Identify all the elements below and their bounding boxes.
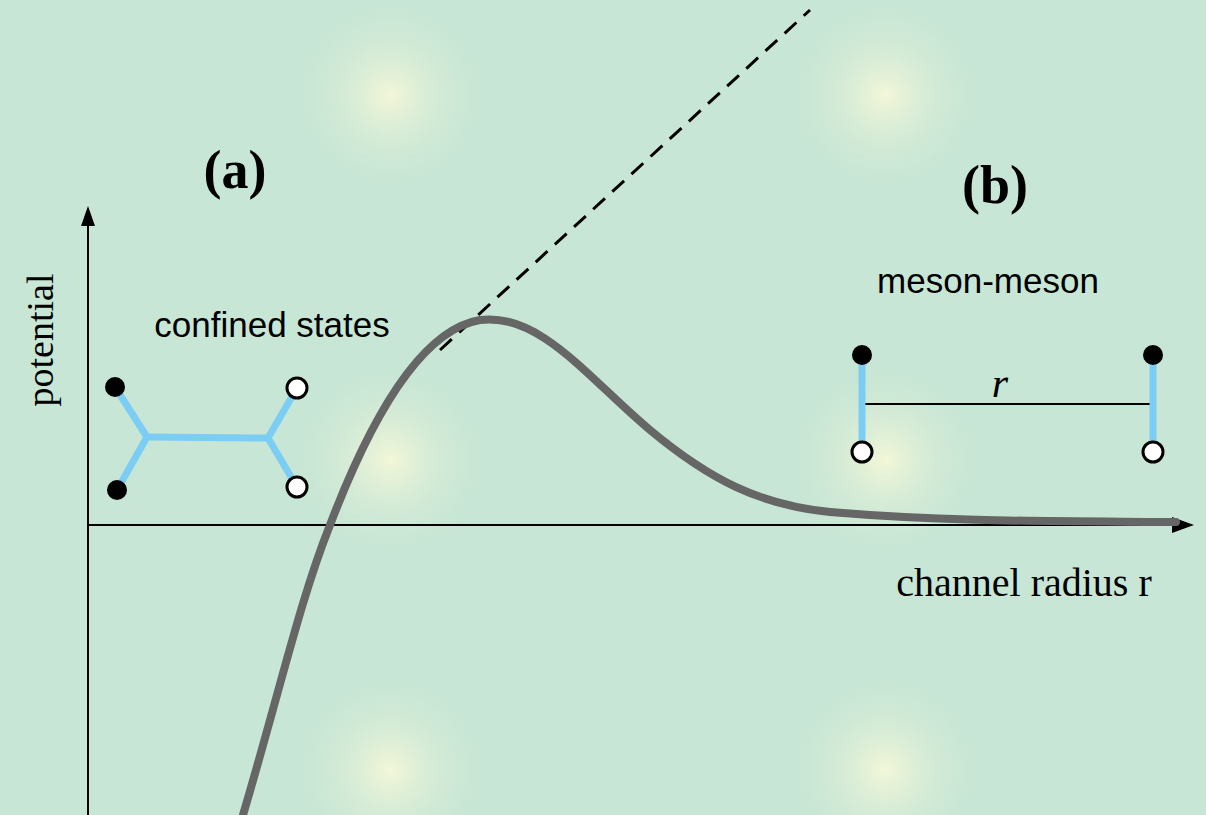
distance-label: r (992, 362, 1008, 404)
panel-label: (b) (962, 158, 1028, 212)
tetraquark-symbol (105, 377, 307, 500)
y-axis (87, 222, 89, 815)
linear-confinement-line (440, 10, 810, 350)
potential-curve (243, 319, 1176, 815)
panel-label: (a) (204, 143, 267, 197)
state-label: meson-meson (877, 263, 1099, 298)
axis-title: potential (21, 274, 59, 407)
meson-pair-symbol (852, 345, 1163, 462)
y-axis-arrow (81, 206, 95, 226)
axis-title: channel radius r (896, 563, 1151, 603)
background-glow (290, 0, 985, 815)
state-label: confined states (154, 307, 389, 342)
